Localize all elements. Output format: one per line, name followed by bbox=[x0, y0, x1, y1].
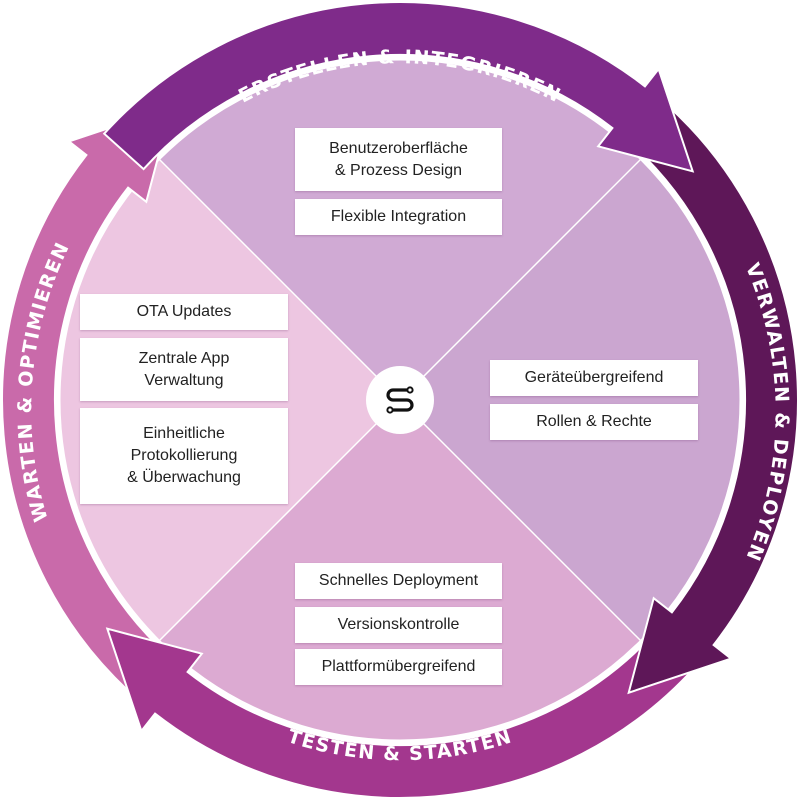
feature-box-version-control: Versionskontrolle bbox=[295, 607, 502, 643]
feature-box-central-app-management: Zentrale App Verwaltung bbox=[80, 338, 288, 401]
feature-box-flexible-integration: Flexible Integration bbox=[295, 199, 502, 235]
arrow-right bbox=[627, 102, 799, 695]
feature-box-cross-platform: Plattformübergreifend bbox=[295, 649, 502, 685]
feature-box-cross-device: Geräteübergreifend bbox=[490, 360, 698, 396]
arrow-bottom bbox=[105, 627, 698, 799]
feature-box-ui-design: Benutzeroberfläche & Prozess Design bbox=[295, 128, 502, 191]
quadrant-right bbox=[400, 159, 740, 641]
workflow-s-icon bbox=[386, 386, 414, 414]
disc-outline bbox=[57, 57, 743, 743]
feature-box-unified-logging: Einheitliche Protokollierung & Überwachu… bbox=[80, 408, 288, 504]
arrow-top bbox=[102, 1, 695, 173]
hub bbox=[366, 366, 434, 434]
feature-box-fast-deployment: Schnelles Deployment bbox=[295, 563, 502, 599]
feature-box-roles-rights: Rollen & Rechte bbox=[490, 404, 698, 440]
feature-box-ota-updates: OTA Updates bbox=[80, 294, 288, 330]
